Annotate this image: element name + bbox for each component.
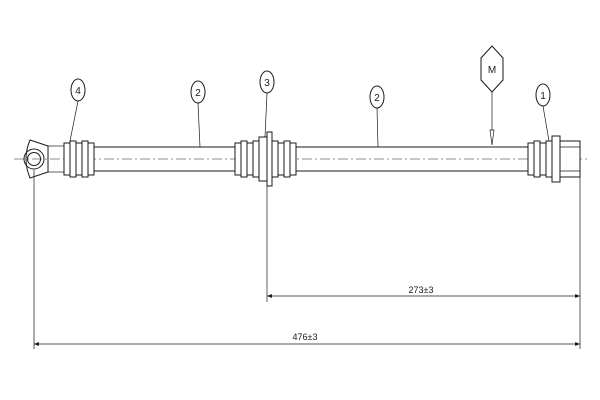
right-fitting <box>527 135 581 183</box>
callout-4: 4 <box>69 78 86 142</box>
dimension-partial: 273±3 <box>267 285 580 298</box>
callout-2a-label: 2 <box>195 88 201 99</box>
marker-m-hexagon: M <box>480 45 504 146</box>
banjo-fitting <box>23 139 64 179</box>
callout-3-label: 3 <box>264 78 270 89</box>
callout-4-label: 4 <box>75 86 81 97</box>
dimension-overall: 476±3 <box>34 332 580 346</box>
callout-2b: 2 <box>369 85 385 148</box>
callout-1: 1 <box>535 83 551 142</box>
left-ferrule <box>63 140 95 178</box>
hose-section-left <box>94 146 235 172</box>
hose-section-right <box>296 146 528 172</box>
callout-2b-label: 2 <box>374 93 380 104</box>
callout-2a: 2 <box>190 80 206 148</box>
dimension-partial-label: 273±3 <box>409 285 434 295</box>
marker-m-label: M <box>488 65 496 76</box>
dimension-overall-label: 476±3 <box>293 332 318 342</box>
callout-3: 3 <box>259 70 275 138</box>
callout-1-label: 1 <box>540 91 546 102</box>
middle-bracket <box>234 131 297 187</box>
